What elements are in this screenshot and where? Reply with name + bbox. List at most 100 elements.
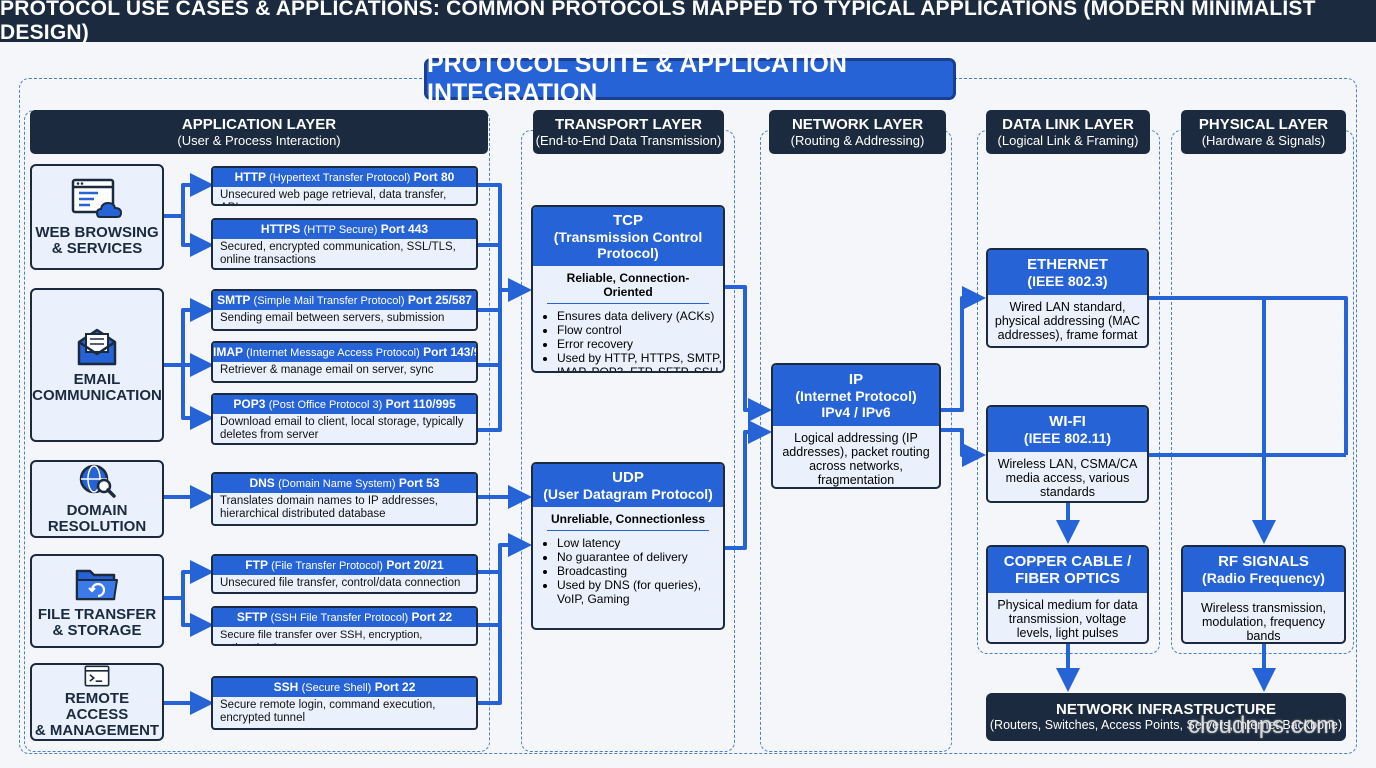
tcp-header: TCP (Transmission Control Protocol)	[533, 207, 723, 266]
tcp-full-name: (Transmission Control Protocol)	[553, 229, 703, 261]
wifi-standard: (IEEE 802.11)	[1023, 430, 1112, 446]
protocol-name: HTTP	[234, 170, 266, 184]
copper-description: Physical medium for data transmission, v…	[997, 598, 1138, 640]
udp-bullet: Low latency	[557, 536, 723, 550]
protocol-http: HTTP (Hypertext Transfer Protocol) Port …	[211, 166, 478, 206]
protocol-header: SMTP (Simple Mail Transfer Protocol) Por…	[213, 291, 476, 310]
physical-layer-header: PHYSICAL LAYER (Hardware & Signals)	[1181, 110, 1346, 154]
layer-title: DATA LINK LAYER	[1002, 115, 1134, 133]
protocol-name: IMAP	[213, 345, 243, 359]
rf-description: Wireless transmission, modulation, frequ…	[1200, 601, 1327, 643]
protocol-full-name: (Hypertext Transfer Protocol)	[269, 172, 411, 184]
ip-name: IP	[848, 371, 864, 388]
protocol-smtp: SMTP (Simple Mail Transfer Protocol) Por…	[211, 289, 478, 331]
ip-versions: IPv4 / IPv6	[821, 404, 891, 420]
browser-cloud-icon	[71, 178, 123, 218]
app-label: EMAIL COMMUNICATION	[32, 371, 162, 404]
layer-subtitle: (Logical Link & Framing)	[997, 132, 1139, 148]
app-remote-access: REMOTE ACCESS & MANAGEMENT	[30, 663, 164, 741]
wifi-description: Wireless LAN, CSMA/CA media access, vari…	[997, 457, 1138, 499]
ethernet-header: ETHERNET (IEEE 802.3)	[988, 250, 1147, 295]
wifi-box: WI-FI (IEEE 802.11) Wireless LAN, CSMA/C…	[986, 405, 1149, 503]
rf-name: RF SIGNALS	[1218, 553, 1309, 570]
app-label: REMOTE ACCESS & MANAGEMENT	[34, 690, 160, 739]
protocol-description: Download email to client, local storage,…	[220, 416, 464, 441]
network-infrastructure-box: NETWORK INFRASTRUCTURE (Routers, Switche…	[986, 693, 1346, 741]
protocol-header: SSH (Secure Shell) Port 22	[213, 678, 476, 697]
protocol-full-name: (HTTP Secure)	[303, 224, 378, 236]
protocol-full-name: (Post Office Protocol 3)	[268, 399, 383, 411]
protocol-header: IMAP (Internet Message Access Protocol) …	[213, 343, 476, 362]
protocol-name: SMTP	[217, 293, 251, 307]
udp-header: UDP (User Datagram Protocol)	[533, 464, 723, 507]
udp-bullet: Broadcasting	[557, 564, 723, 578]
ip-header: IP (Internet Protocol) IPv4 / IPv6	[773, 365, 939, 426]
protocol-full-name: (Internet Message Access Protocol)	[246, 347, 420, 359]
protocol-name: SFTP	[236, 610, 268, 624]
protocol-port: Port 22	[411, 610, 453, 624]
terminal-icon	[84, 665, 110, 687]
protocol-header: DNS (Domain Name System) Port 53	[213, 474, 476, 493]
copper-fiber-box: COPPER CABLE / FIBER OPTICS Physical med…	[986, 545, 1149, 644]
protocol-description: Unsecured file transfer, control/data co…	[220, 577, 461, 589]
transport-layer-header: TRANSPORT LAYER (End-to-End Data Transmi…	[533, 110, 724, 154]
app-label: WEB BROWSING & SERVICES	[35, 224, 159, 257]
layer-title: TRANSPORT LAYER	[555, 115, 702, 133]
app-file-transfer: FILE TRANSFER & STORAGE	[30, 554, 164, 648]
protocol-port: Port 110/995	[385, 397, 456, 411]
protocol-port: Port 143/993	[423, 345, 476, 359]
protocol-sftp: SFTP (SSH File Transfer Protocol) Port 2…	[211, 606, 478, 646]
tcp-name: TCP	[613, 212, 643, 229]
protocol-dns: DNS (Domain Name System) Port 53 Transla…	[211, 472, 478, 526]
network-layer-header: NETWORK LAYER (Routing & Addressing)	[769, 110, 946, 154]
protocol-imap: IMAP (Internet Message Access Protocol) …	[211, 341, 478, 383]
app-email: EMAIL COMMUNICATION	[30, 288, 164, 442]
protocol-port: Port 20/21	[386, 558, 444, 572]
protocol-full-name: (Simple Mail Transfer Protocol)	[253, 295, 405, 307]
protocol-name: FTP	[245, 558, 268, 572]
ip-full-name: (Internet Protocol)	[795, 388, 917, 404]
layer-subtitle: (Routing & Addressing)	[790, 132, 925, 148]
tcp-bullet: Error recovery	[557, 337, 723, 351]
protocol-name: HTTPS	[260, 222, 301, 236]
folder-sync-icon	[75, 569, 118, 601]
layer-subtitle: (User & Process Interaction)	[177, 132, 341, 148]
layer-title: NETWORK LAYER	[791, 115, 924, 133]
protocol-name: SSH	[273, 680, 299, 694]
ethernet-standard: (IEEE 802.3)	[1027, 273, 1108, 289]
protocol-full-name: (File Transfer Protocol)	[271, 560, 383, 572]
ethernet-name: ETHERNET	[1027, 256, 1108, 273]
globe-search-icon	[79, 464, 116, 498]
protocol-header: FTP (File Transfer Protocol) Port 20/21	[213, 556, 476, 575]
rf-full-name: (Radio Frequency)	[1202, 570, 1325, 586]
protocol-https: HTTPS (HTTP Secure) Port 443 Secured, en…	[211, 218, 478, 270]
ethernet-box: ETHERNET (IEEE 802.3) Wired LAN standard…	[986, 248, 1149, 348]
rf-header: RF SIGNALS (Radio Frequency)	[1183, 547, 1344, 592]
udp-name: UDP	[612, 469, 644, 486]
protocol-header: POP3 (Post Office Protocol 3) Port 110/9…	[213, 395, 476, 414]
udp-full-name: (User Datagram Protocol)	[543, 486, 713, 502]
layer-title: APPLICATION LAYER	[181, 115, 337, 133]
protocol-header: HTTP (Hypertext Transfer Protocol) Port …	[213, 168, 476, 187]
application-layer-header: APPLICATION LAYER (User & Process Intera…	[30, 110, 488, 154]
app-domain-resolution: DOMAIN RESOLUTION	[30, 460, 164, 538]
protocol-header: HTTPS (HTTP Secure) Port 443	[213, 220, 476, 239]
protocol-full-name: (SSH File Transfer Protocol)	[270, 612, 409, 624]
protocol-name: DNS	[249, 476, 275, 490]
wifi-name: WI-FI	[1049, 413, 1086, 430]
ip-box: IP (Internet Protocol) IPv4 / IPv6 Logic…	[771, 363, 941, 489]
tcp-bullets: Ensures data delivery (ACKs) Flow contro…	[533, 309, 723, 371]
protocol-header: SFTP (SSH File Transfer Protocol) Port 2…	[213, 608, 476, 627]
protocol-description: Secured, encrypted communication, SSL/TL…	[220, 241, 456, 266]
protocol-description: Retriever & manage email on server, sync	[220, 364, 434, 376]
tcp-bullet: Ensures data delivery (ACKs)	[557, 309, 723, 323]
tcp-bullet: Flow control	[557, 323, 723, 337]
protocol-pop3: POP3 (Post Office Protocol 3) Port 110/9…	[211, 393, 478, 445]
tcp-bullet: Used by HTTP, HTTPS, SMTP, IMAP, POP3, F…	[557, 351, 723, 371]
datalink-layer-header: DATA LINK LAYER (Logical Link & Framing)	[986, 110, 1150, 154]
tcp-subtitle: Reliable, Connection-Oriented	[547, 271, 709, 304]
udp-bullets: Low latency No guarantee of delivery Bro…	[533, 536, 723, 606]
protocol-port: Port 443	[380, 222, 429, 236]
protocol-full-name: (Domain Name System)	[278, 478, 396, 490]
protocol-ftp: FTP (File Transfer Protocol) Port 20/21 …	[211, 554, 478, 594]
